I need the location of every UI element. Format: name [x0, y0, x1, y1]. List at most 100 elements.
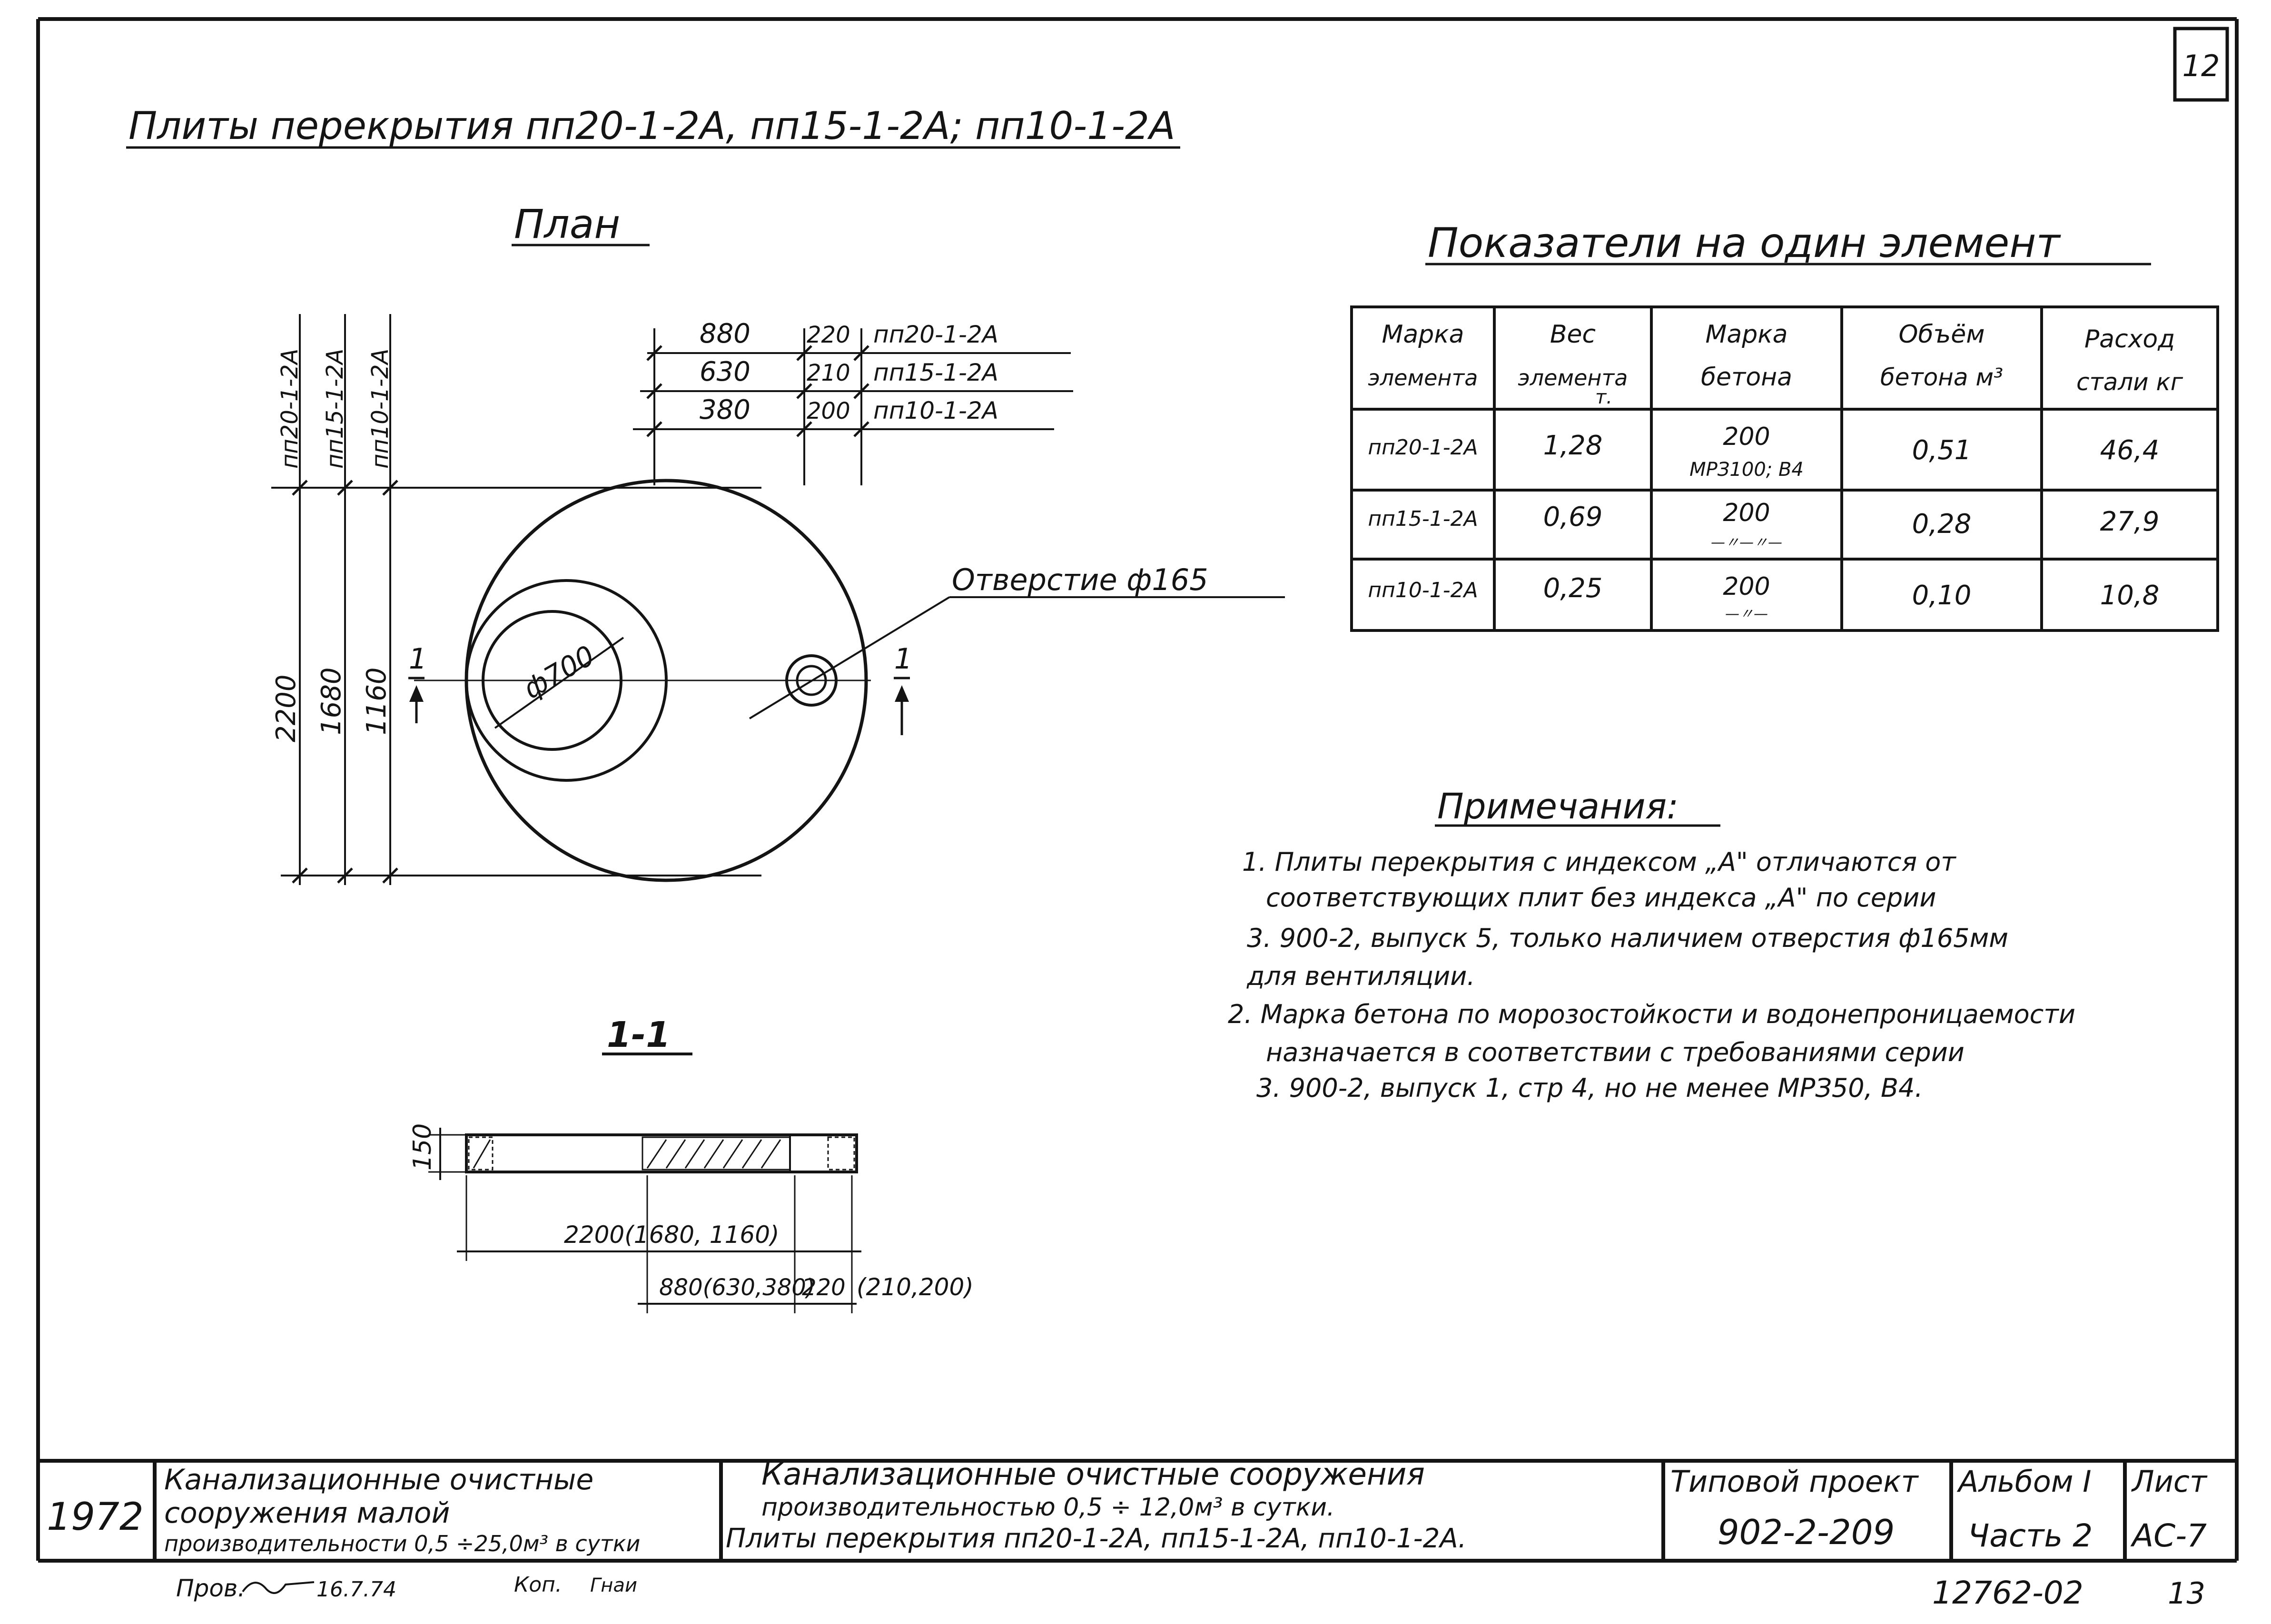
dim-row-3-b: 200	[807, 398, 850, 424]
vertical-mark-3: пп10-1-2А	[367, 349, 394, 469]
section-dim-a: 880(630,380)	[659, 1274, 815, 1301]
dim-tick	[337, 867, 353, 884]
plan-dimension-rows	[633, 328, 1073, 485]
diameter-1160: 1160	[361, 667, 392, 735]
th-steel-2: стали кг	[2076, 368, 2183, 396]
dim-row-1-a: 880	[700, 318, 750, 349]
th-volume-1: Объём	[1899, 320, 1985, 349]
dim-tick	[382, 867, 398, 884]
note-line-7: 3. 900-2, выпуск 1, стр 4, но не менее М…	[1256, 1073, 1923, 1103]
th-mark-2: элемента	[1368, 365, 1478, 391]
section-height: 150	[408, 1123, 437, 1171]
section-dim-c: (210,200)	[857, 1273, 974, 1301]
note-line-5: 2. Марка бетона по морозостойкости и вод…	[1228, 999, 2075, 1029]
sheet-number-box	[2173, 27, 2229, 102]
section-slab	[465, 1133, 858, 1173]
plan-vertical-dims	[271, 314, 761, 885]
row2-concrete: 200	[1723, 499, 1770, 527]
row1-weight: 1,28	[1543, 430, 1603, 461]
th-weight-1: Вес	[1550, 320, 1596, 349]
note-line-6: назначается в соответствии с требованиям…	[1266, 1037, 1965, 1067]
dim-tick	[292, 867, 308, 884]
row3-concrete-note: —〃—	[1725, 606, 1768, 622]
vertical-mark-2: пп15-1-2А	[322, 349, 348, 469]
dim-tick	[337, 480, 353, 496]
row3-mark: пп10-1-2А	[1368, 578, 1478, 602]
row3-volume: 0,10	[1912, 580, 1972, 611]
stamp-desc2-line1: Канализационные очистные сооружения	[761, 1457, 1425, 1492]
checked-label: Пров.	[176, 1575, 245, 1602]
stamp-desc1-line3: производительности 0,5 ÷25,0м³ в сутки	[164, 1531, 640, 1556]
notes-heading: Примечания:	[1437, 786, 1679, 827]
stamp-project-code: 902-2-209	[1718, 1512, 1895, 1552]
checked-signature	[242, 1581, 315, 1594]
stamp-project-label: Типовой проект	[1670, 1464, 1919, 1499]
th-concrete-1: Марка	[1705, 320, 1787, 349]
th-weight-2: элемента	[1518, 365, 1628, 391]
drawing-title: Плиты перекрытия пп20-1-2А, пп15-1-2А; п…	[128, 104, 1175, 148]
section-dim-b: 220	[802, 1274, 846, 1301]
diameter-leader	[494, 637, 624, 729]
row1-mark: пп20-1-2А	[1368, 435, 1478, 460]
note-line-2: соответствующих плит без индекса „А" по …	[1266, 883, 1936, 913]
cut-mark-right-label: 1	[894, 642, 912, 676]
cut-mark-right	[894, 677, 910, 735]
row2-steel: 27,9	[2100, 506, 2160, 537]
dim-tick	[853, 421, 869, 437]
row3-weight: 0,25	[1543, 573, 1603, 604]
stamp-sheet-code: АС-7	[2130, 1517, 2207, 1554]
table-grid	[1350, 305, 2219, 632]
hole-label: Отверстие ф165	[952, 562, 1208, 597]
dim-tick	[796, 345, 812, 361]
row2-weight: 0,69	[1543, 502, 1603, 532]
note-line-3: 3. 900-2, выпуск 5, только наличием отве…	[1247, 923, 2008, 953]
section-dim-total: 2200(1680, 1160)	[564, 1221, 780, 1249]
dim-tick	[382, 480, 398, 496]
row2-mark: пп15-1-2А	[1368, 507, 1478, 531]
cut-mark-left	[408, 677, 425, 723]
row3-steel: 10,8	[2100, 580, 2160, 611]
dim-row-1-b: 220	[807, 322, 850, 348]
plan-heading: План	[514, 201, 620, 247]
page-number: 13	[2168, 1576, 2205, 1611]
dim-row-2-a: 630	[700, 356, 750, 387]
hole-leader	[749, 596, 950, 719]
stamp-grid	[38, 1459, 2237, 1563]
row1-concrete: 200	[1723, 423, 1770, 451]
dim-tick	[796, 383, 812, 399]
stamp-year: 1972	[47, 1495, 144, 1539]
inventory-number: 12762-02	[1932, 1575, 2083, 1611]
section-heading: 1-1	[607, 1014, 671, 1055]
row3-concrete: 200	[1723, 572, 1770, 601]
copy-name: Гнаи	[590, 1575, 637, 1596]
dim-tick	[646, 421, 662, 437]
diameter-2200: 2200	[271, 674, 302, 742]
checked-date: 16.7.74	[316, 1577, 396, 1602]
row1-concrete-note: МРЗ100; В4	[1689, 459, 1804, 481]
row2-concrete-note: —〃—〃—	[1711, 534, 1782, 551]
th-steel-1: Расход	[2084, 325, 2175, 354]
stamp-desc2-line2: производительностью 0,5 ÷ 12,0м³ в сутки…	[761, 1493, 1335, 1522]
th-mark-1: Марка	[1382, 320, 1464, 349]
dim-row-2-b: 210	[807, 360, 850, 386]
th-concrete-2: бетона	[1701, 363, 1792, 392]
dim-tick	[292, 480, 308, 496]
diameter-1680: 1680	[316, 667, 347, 735]
dim-row-2-mark: пп15-1-2А	[873, 359, 998, 386]
section-hatch-left	[468, 1136, 494, 1171]
th-weight-3: т.	[1595, 386, 1612, 408]
copy-label: Коп.	[514, 1573, 562, 1597]
dim-row-1-mark: пп20-1-2А	[873, 321, 998, 348]
stamp-desc2-line3: Плиты перекрытия пп20-1-2А, пп15-1-2А, п…	[726, 1523, 1467, 1554]
row1-steel: 46,4	[2100, 435, 2160, 466]
stamp-sheet-label: Лист	[2131, 1464, 2208, 1499]
cut-mark-left-label: 1	[409, 642, 427, 676]
stamp-part-label: Часть 2	[1968, 1517, 2093, 1554]
note-line-1: 1. Плиты перекрытия с индексом „А" отлич…	[1242, 847, 1956, 877]
row2-volume: 0,28	[1912, 509, 1972, 540]
dim-tick	[853, 383, 869, 399]
stamp-album-label: Альбом I	[1956, 1464, 2092, 1499]
table-heading: Показатели на один элемент	[1428, 219, 2061, 267]
note-line-4: для вентиляции.	[1246, 961, 1475, 991]
